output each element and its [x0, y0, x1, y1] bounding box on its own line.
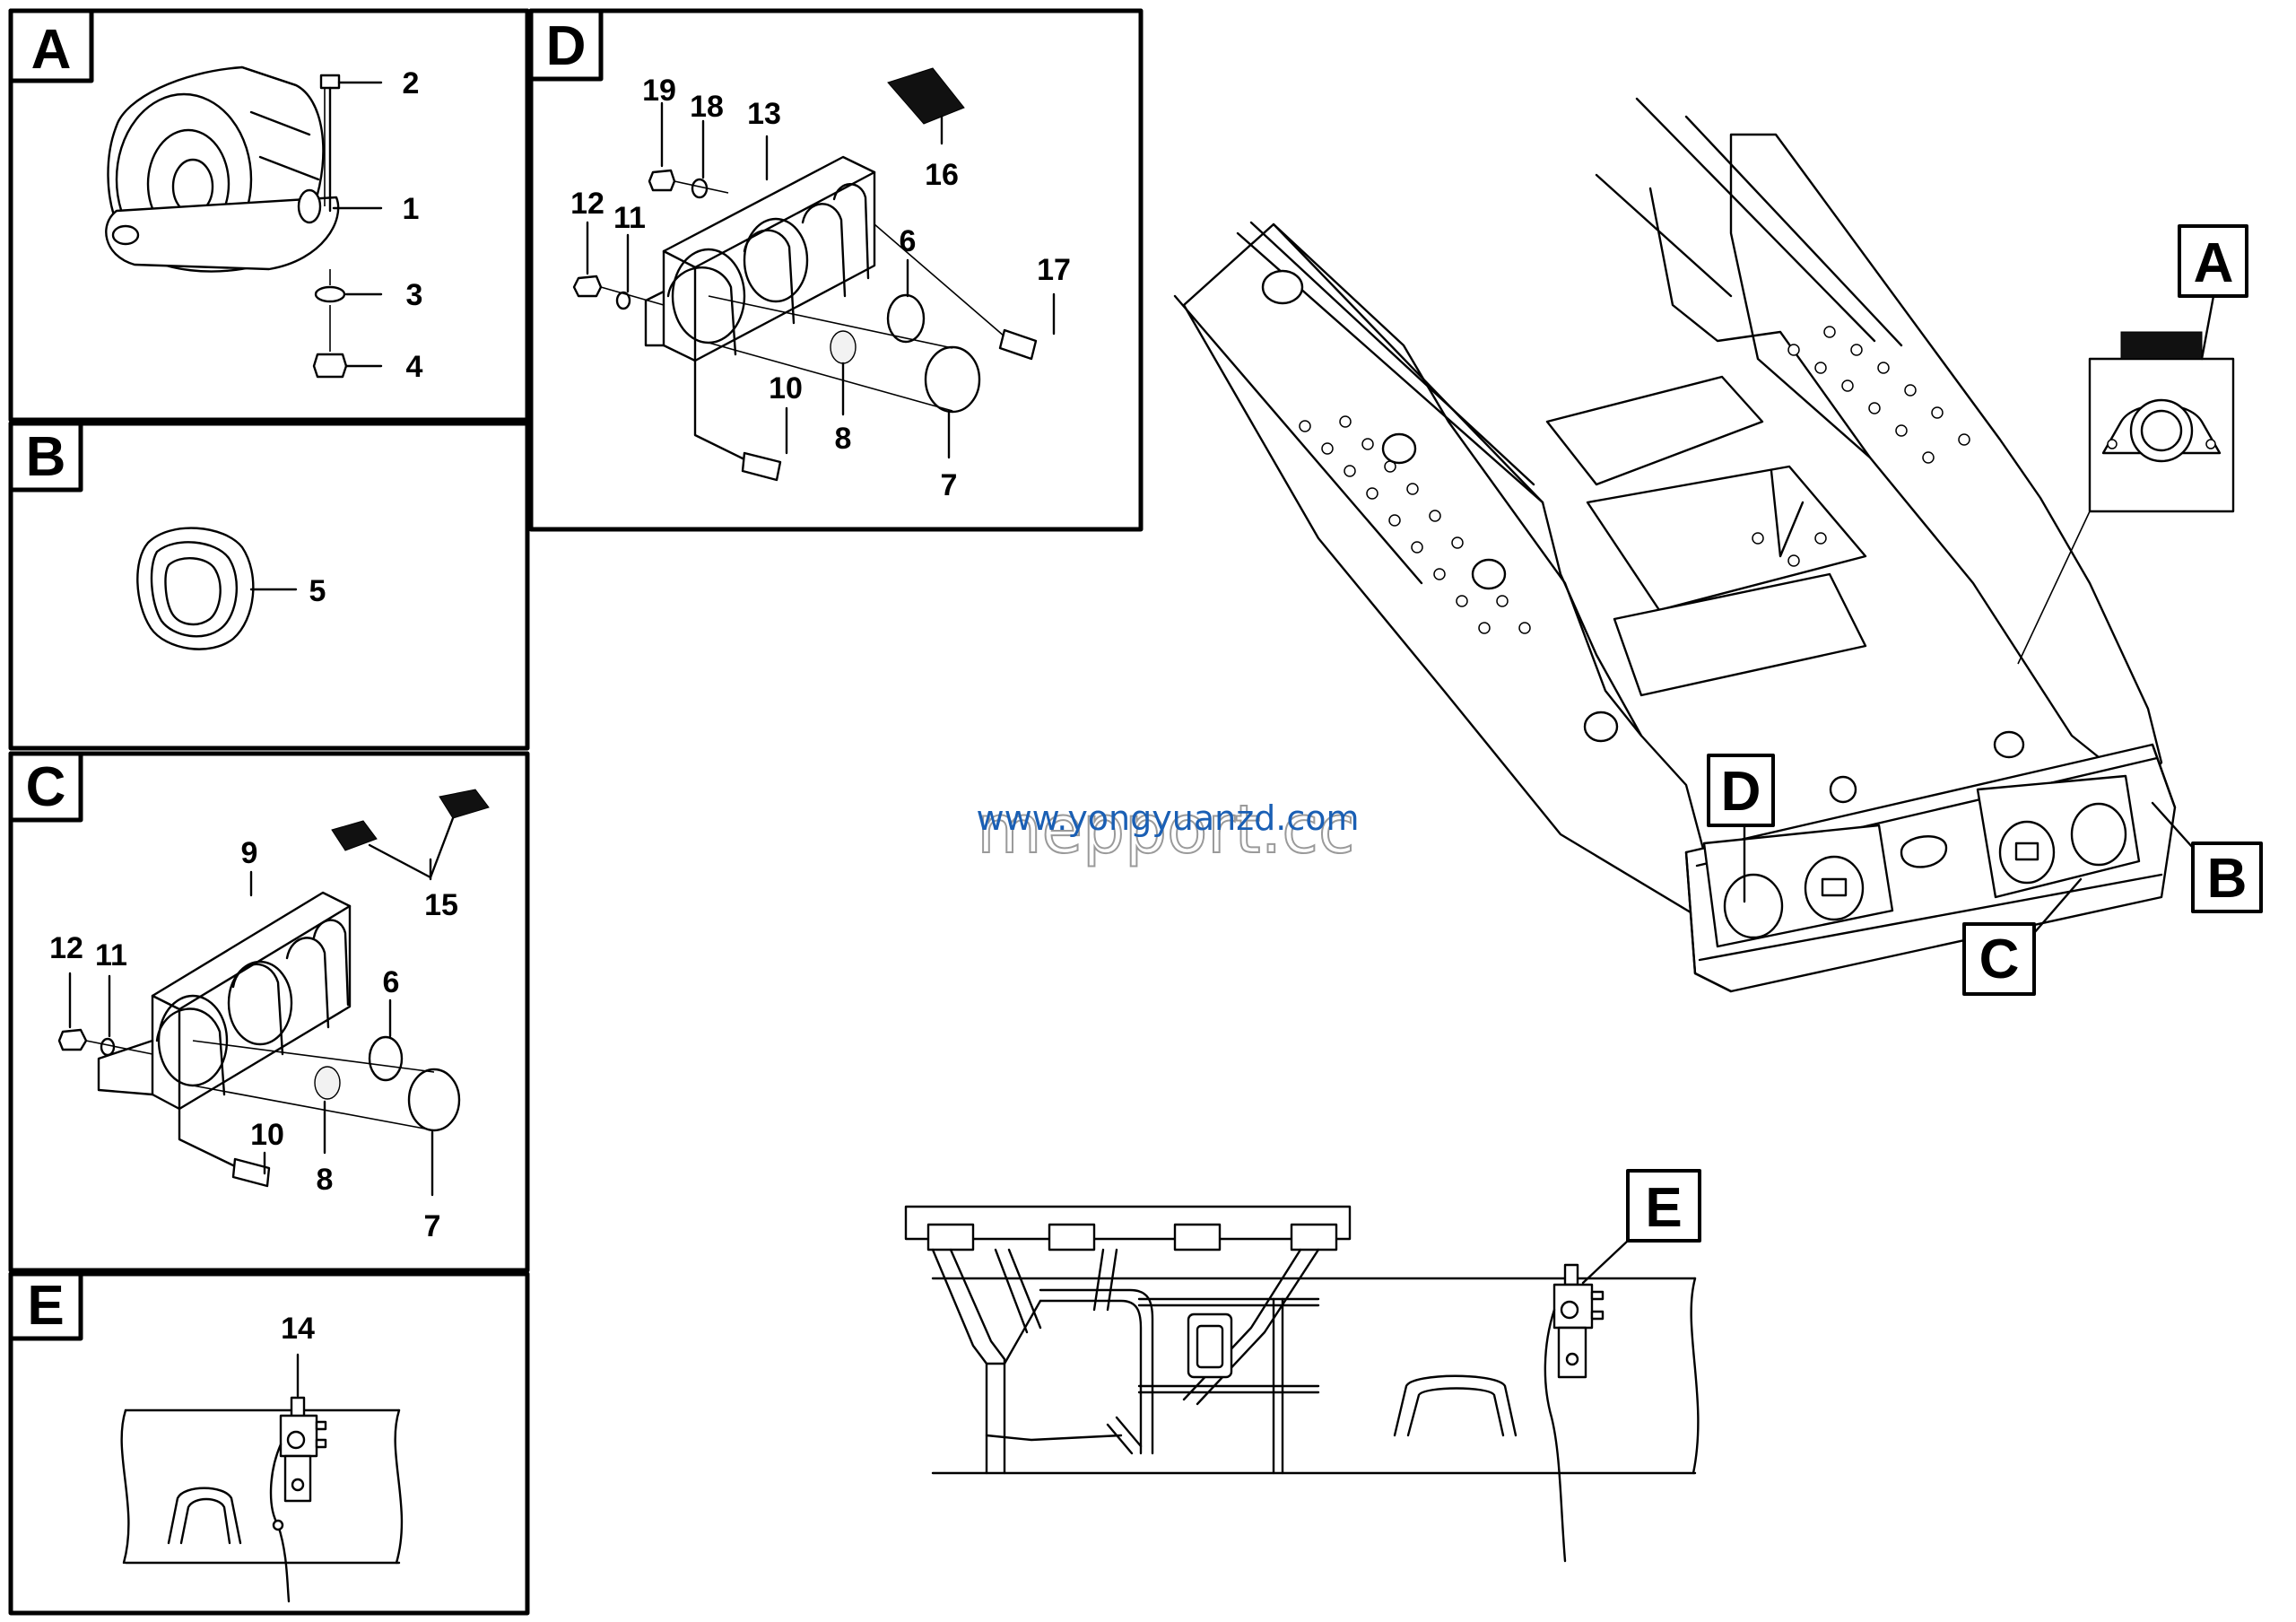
callout-label: 6 — [900, 224, 917, 258]
callout-label: 7 — [424, 1209, 441, 1243]
bracket-part — [644, 155, 876, 362]
main-callout-b: B — [2207, 848, 2248, 910]
panel-b-letter: B — [26, 426, 66, 488]
callout-label: 11 — [95, 938, 127, 972]
callout-label: 4 — [406, 350, 423, 384]
panel-d-letter: D — [546, 15, 587, 77]
callout-label: 6 — [383, 965, 400, 999]
panel-e: E 14 — [8, 1271, 530, 1616]
panel-d: D — [528, 8, 1144, 532]
main-callout-d: D — [1721, 761, 1761, 823]
cap-part — [924, 345, 981, 414]
panel-a-letter: A — [31, 19, 72, 81]
frame-section — [120, 1408, 404, 1565]
callout-label: 1 — [403, 192, 420, 226]
callout-label: 8 — [317, 1163, 334, 1197]
main-callout-a: A — [2194, 232, 2234, 294]
callout-label: 11 — [613, 201, 646, 235]
panel-b: B 5 — [8, 421, 530, 751]
callout-label: 13 — [747, 97, 781, 131]
callout-label: 12 — [49, 931, 83, 965]
cap-part — [407, 1068, 461, 1132]
bracket-part — [97, 891, 352, 1111]
horn-part — [105, 65, 340, 273]
callout-label: 10 — [250, 1118, 284, 1152]
callout-label: 5 — [309, 574, 326, 608]
panel-c-letter: C — [26, 756, 66, 818]
connector-part — [887, 67, 965, 125]
callout-label: 10 — [769, 371, 803, 406]
callout-label: 2 — [403, 66, 420, 100]
main-callout-c: C — [1979, 929, 2020, 990]
detail-a-inset — [2017, 331, 2235, 665]
callout-label: 17 — [1037, 253, 1071, 287]
callout-label: 3 — [406, 278, 423, 312]
connector-part — [331, 789, 490, 879]
grommet-part — [136, 527, 255, 650]
nut-part — [312, 353, 348, 379]
callout-label: 18 — [690, 90, 724, 124]
callout-label: 14 — [281, 1312, 315, 1346]
callout-label: 8 — [835, 422, 852, 456]
frame-side-view: E — [904, 1169, 1701, 1563]
callout-label: 12 — [570, 187, 604, 221]
washer-part — [314, 285, 346, 303]
callout-label: 16 — [925, 158, 959, 192]
bolt-part — [319, 74, 341, 213]
panel-c: C — [8, 751, 530, 1273]
callout-label: 19 — [642, 74, 676, 108]
panel-e-letter: E — [27, 1275, 64, 1337]
callout-label: 9 — [241, 836, 258, 870]
sensor-part — [269, 1396, 327, 1603]
chassis-rear-view: A D B C — [1173, 97, 2263, 996]
callout-label: 7 — [941, 468, 958, 502]
watermark-text-1: www.yongyuanzd.com — [976, 798, 1359, 838]
callout-label: 15 — [424, 888, 458, 922]
watermark-text-2: mepport.cc — [977, 791, 1354, 868]
panel-a: A 2 1 3 4 — [8, 8, 530, 423]
frame-holes — [1299, 326, 1970, 634]
watermark: mepport.cc www.yongyuanzd.com — [976, 790, 1359, 869]
main-callout-e: E — [1645, 1177, 1682, 1239]
